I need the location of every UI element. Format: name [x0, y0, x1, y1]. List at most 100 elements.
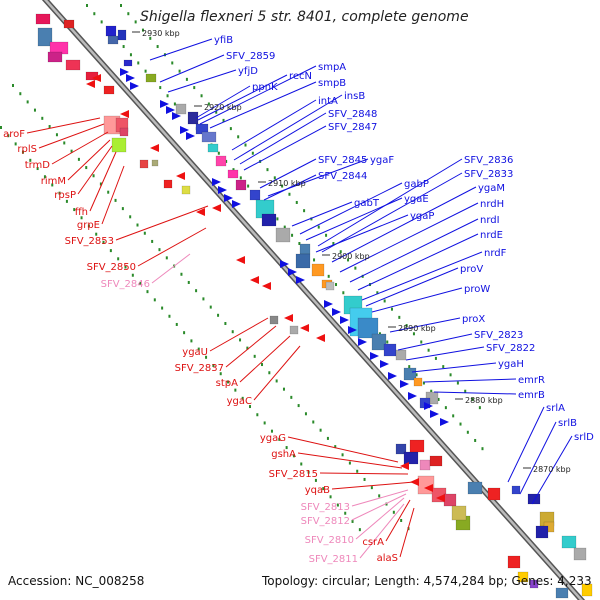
tick-row-left [87, 224, 90, 228]
tick-row-left [190, 339, 193, 343]
gene-reverse-leader-line [399, 507, 415, 558]
tick-row-left [73, 208, 76, 212]
tick-row-right [171, 61, 174, 65]
gene-feature [299, 243, 311, 255]
gene-arrow-reverse [262, 282, 271, 290]
tick-row-outer [26, 100, 29, 104]
tick-row-left [314, 478, 317, 482]
gene-label: ygaF [370, 155, 394, 166]
gene-leader-line [361, 251, 483, 301]
gene-label: SFV_2823 [474, 330, 523, 341]
gene-reverse-label: yqaB [305, 485, 330, 496]
gene-feature [163, 179, 173, 189]
tick-row-inner [239, 176, 242, 180]
tick-row-left [183, 331, 186, 335]
tick-row-left [205, 355, 208, 359]
tick-row-inner [342, 291, 345, 295]
gene-feature [187, 111, 199, 125]
tick-row-outer [217, 313, 220, 317]
tick-row-right [471, 397, 474, 401]
tick-row-left [80, 216, 83, 220]
tick-row-inner [232, 168, 235, 172]
tick-row-outer [378, 494, 381, 498]
gene-feature [123, 59, 133, 67]
tick-row-outer [202, 297, 205, 301]
tick-row-outer [85, 166, 88, 170]
gene-feature [403, 451, 419, 465]
tick-row-outer [151, 239, 154, 243]
tick-row-outer [180, 272, 183, 276]
gene-reverse-leader-line [67, 139, 111, 181]
gene-pseudo-label: SFV_2813 [301, 502, 350, 513]
tick-row-outer [297, 404, 300, 408]
tick-row-inner [386, 340, 389, 344]
tick-row-left [329, 495, 332, 499]
gene-leader-line [199, 65, 317, 125]
gene-reverse-label: stpA [216, 378, 238, 389]
gene-leader-line [291, 201, 353, 227]
tick-row-outer [290, 395, 293, 399]
tick-row-inner [283, 225, 286, 229]
tick-row-left [0, 126, 2, 129]
tick-row-left [139, 281, 142, 285]
tick-row-left [197, 347, 200, 351]
gene-arrow-reverse [92, 74, 101, 82]
gene-reverse-label: gshA [271, 449, 296, 460]
gene-label: emrB [518, 390, 545, 401]
gene-reverse-label: rimM [41, 176, 66, 187]
gene-label: ygaM [478, 183, 505, 194]
tick-row-left [153, 298, 156, 302]
gene-label: proX [462, 314, 485, 325]
tick-row-inner [100, 20, 103, 24]
tick-row-left [58, 191, 61, 195]
gene-leader-line [233, 94, 343, 161]
gene-reverse-leader-line [319, 472, 409, 475]
gene-arrow-forward [130, 82, 139, 90]
tick-row-left [131, 273, 134, 277]
gene-reverse-label: SFV_2837 [175, 363, 224, 374]
gene-label: SFV_2845 [318, 155, 367, 166]
tick-row-right [464, 389, 467, 393]
tick-row-left [351, 519, 354, 523]
tick-row-inner [298, 242, 301, 246]
tick-row-inner [444, 406, 447, 410]
tick-row-inner [129, 53, 132, 57]
gene-feature [295, 253, 311, 269]
gene-feature [357, 317, 379, 339]
gene-feature [249, 189, 261, 201]
gene-label: nrdH [480, 199, 504, 210]
tick-row-left [344, 511, 347, 515]
gene-leader-line [507, 406, 545, 483]
gene-feature [63, 19, 75, 29]
tick-row-outer [12, 84, 14, 87]
gene-arrow-reverse [176, 172, 185, 180]
gene-label: ppnK [252, 82, 278, 93]
tick-row-outer [356, 469, 359, 473]
gene-feature [275, 227, 291, 243]
tick-row-right [412, 332, 415, 336]
tick-row-outer [348, 461, 351, 465]
tick-row-left [307, 470, 310, 474]
tick-row-inner [276, 217, 279, 221]
tick-row-right [398, 315, 401, 319]
gene-feature [467, 481, 483, 495]
gene-label: gabT [354, 198, 380, 209]
tick-row-left [256, 413, 259, 417]
tick-row-outer [326, 436, 329, 440]
gene-label: SFV_2822 [486, 343, 535, 354]
tick-row-right [442, 365, 445, 369]
tick-row-inner [137, 61, 140, 65]
gene-leader-line [339, 202, 479, 273]
gene-label: ygaE [404, 194, 429, 205]
gene-reverse-leader-line [253, 345, 301, 401]
tick-row-right [427, 348, 430, 352]
gene-leader-line [357, 233, 479, 291]
tick-row-outer [341, 453, 344, 457]
gene-arrow-forward [424, 402, 433, 410]
tick-row-right [273, 176, 276, 180]
tick-row-right [207, 102, 210, 106]
tick-row-left [124, 265, 127, 269]
gene-reverse-label: ffh [75, 207, 88, 218]
tick-row-outer [187, 280, 190, 284]
gene-arrow-forward [340, 316, 349, 324]
